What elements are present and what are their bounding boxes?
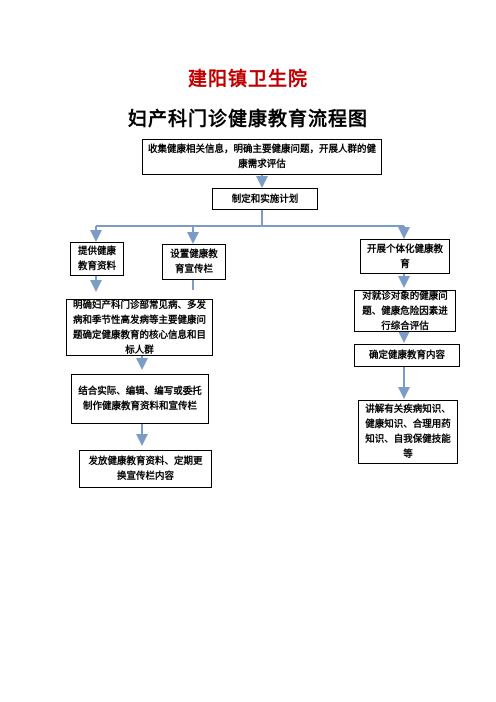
individual-education-box: 开展个体化健康教育 — [360, 239, 450, 274]
chart-title: 妇产科门诊健康教育流程图 — [127, 108, 368, 130]
distribute-materials-box: 发放健康教育资料、定期更换宣传栏内容 — [79, 450, 212, 488]
produce-materials-box: 结合实际、编辑、编写或委托制作健康教育资料和宣传栏 — [71, 374, 209, 424]
plan-box: 制定和实施计划 — [212, 188, 318, 210]
collect-info-box: 收集健康相关信息，明确主要健康问题，开展人群的健康需求评估 — [142, 139, 382, 175]
determine-content-box: 确定健康教育内容 — [354, 344, 460, 367]
clarify-health-issues-box: 明确妇产科门诊部常见病、多发病和季节性高发病等主要健康问题确定健康教育的核心信息… — [66, 299, 213, 356]
explain-knowledge-box: 讲解有关疾病知识、健康知识、合理用药知识、自我保健技能等 — [358, 400, 458, 464]
org-name: 建阳镇卫生院 — [187, 68, 308, 90]
comprehensive-assessment-box: 对就诊对象的健康问题、健康危险因素进行综合评估 — [354, 290, 456, 332]
provide-materials-box: 提供健康教育资料 — [70, 242, 124, 276]
set-bulletin-box: 设置健康教育宣传栏 — [162, 244, 226, 280]
